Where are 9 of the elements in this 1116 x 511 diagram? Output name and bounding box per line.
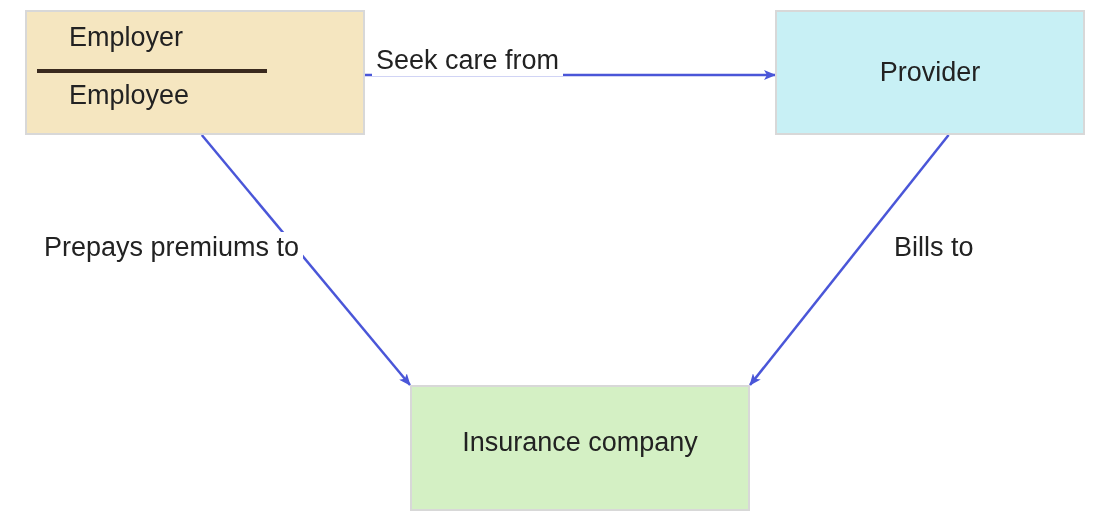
node-label: Employee xyxy=(69,80,190,111)
process-box xyxy=(25,10,365,135)
process-box xyxy=(775,10,1085,135)
arrow xyxy=(200,134,411,386)
node-label: Insurance company xyxy=(462,427,698,458)
process-box xyxy=(410,385,750,511)
node-label: Provider xyxy=(879,57,981,88)
arrow xyxy=(749,134,950,386)
node-label: Employer xyxy=(69,22,184,53)
